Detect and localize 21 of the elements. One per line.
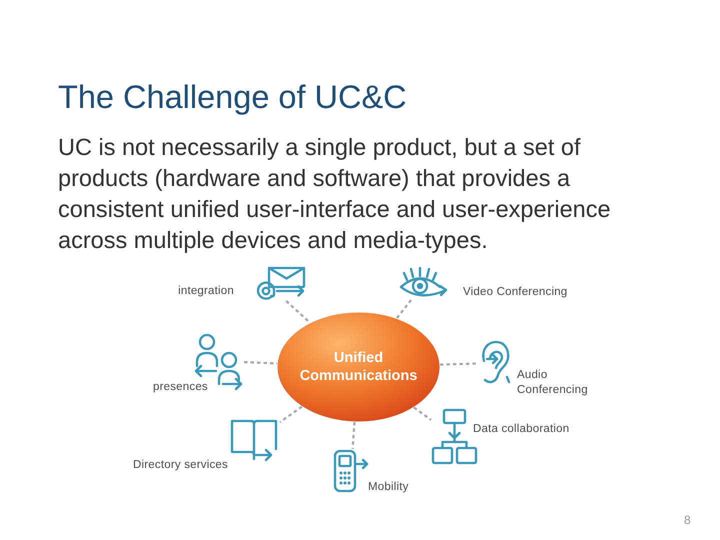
icon-caption: Data collaboration (473, 422, 570, 437)
slide-title: The Challenge of UC&C (58, 78, 407, 116)
email-icon (255, 266, 307, 301)
book-icon (229, 418, 280, 462)
body-text: UC is not necessarily a single product, but a set of products (hardware and software) that provides a consistent unified user-interface and user-experience across multiple devices and media-types. (58, 133, 612, 255)
dashed-connector (352, 422, 356, 450)
dashed-connector (244, 361, 278, 365)
icon-caption: presences (153, 380, 208, 395)
hub-label: Unified Communications (298, 349, 418, 385)
dashed-connector (279, 406, 303, 423)
dashed-connector (285, 300, 311, 324)
icon-caption: Mobility (368, 480, 409, 495)
dashed-connector (413, 406, 432, 421)
phone-icon (333, 449, 369, 493)
dashed-connector (396, 299, 412, 320)
page-number: 8 (684, 513, 691, 528)
icon-caption: Video Conferencing (463, 285, 568, 300)
dashed-connector (440, 362, 478, 366)
icon-caption: Directory services (133, 458, 228, 473)
icon-caption: integration (178, 284, 234, 299)
icon-caption: Audio Conferencing (517, 368, 589, 398)
